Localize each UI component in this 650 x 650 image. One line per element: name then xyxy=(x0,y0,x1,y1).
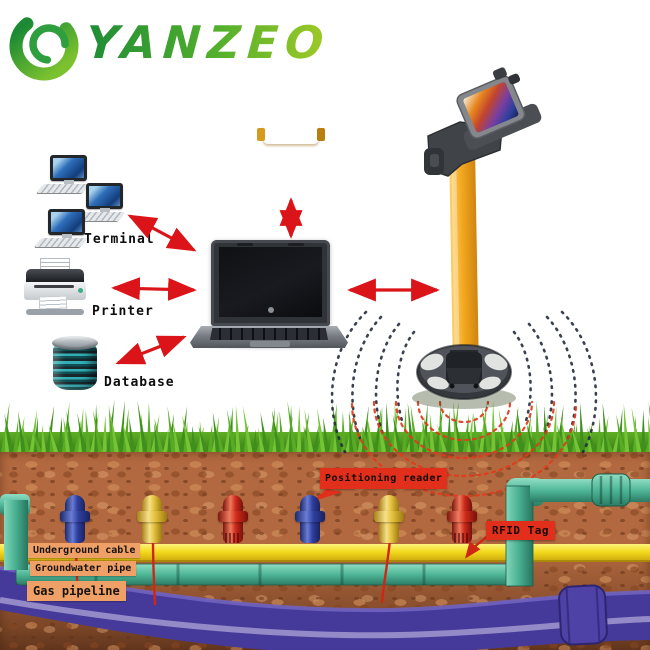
laptop-screen xyxy=(211,240,330,326)
marker-body xyxy=(270,142,312,193)
rfid-marker-yellow xyxy=(137,495,167,543)
green-swirl-ring-icon xyxy=(9,11,79,81)
marker-collar xyxy=(263,122,319,144)
marker-tab-right xyxy=(317,128,325,141)
laptop-logo-icon xyxy=(267,307,274,313)
positioning-reader-callout: Positioning reader xyxy=(320,468,448,489)
rfid-marker-yellow xyxy=(374,495,404,543)
marker-tab-left xyxy=(257,128,265,141)
reader-pole xyxy=(449,157,479,371)
laptop-vent-icon xyxy=(288,243,304,246)
brand-name: YANZEO xyxy=(84,16,333,69)
laptop xyxy=(190,238,348,351)
reader-head xyxy=(424,67,542,177)
terminal-label: Terminal xyxy=(84,232,155,247)
laptop-display xyxy=(219,247,322,317)
rfid-marker-sample xyxy=(257,88,325,193)
database-stack-icon xyxy=(52,336,98,390)
reader-screen xyxy=(463,82,519,133)
laptop-base xyxy=(190,326,348,348)
rfid-marker-red xyxy=(447,495,477,543)
printer-icon xyxy=(24,258,88,316)
desktop-computer-icon xyxy=(36,155,98,195)
rfid-marker-blue xyxy=(60,495,90,543)
laptop-vent-icon xyxy=(237,243,253,246)
printer-label: Printer xyxy=(92,304,154,319)
gas-pipeline-label: Gas pipeline xyxy=(27,581,126,601)
groundwater-pipe-label: Groundwater pipe xyxy=(30,561,137,576)
laptop-touchpad xyxy=(250,341,290,347)
rfid-marker-red xyxy=(218,495,248,543)
arrow-printer-laptop xyxy=(111,277,197,301)
underground-cable-label: Underground cable xyxy=(28,543,141,558)
laptop-keyboard xyxy=(210,328,328,340)
grass-strip xyxy=(0,400,650,452)
database-label: Database xyxy=(104,375,175,390)
rfid-marker-blue xyxy=(295,495,325,543)
brand-logo: YANZEO xyxy=(4,2,334,90)
arrow-database-laptop xyxy=(115,335,187,365)
reader-coil-base xyxy=(412,344,516,409)
rfid-tag-callout: RFID Tag xyxy=(486,521,555,540)
desktop-computer-icon xyxy=(34,209,96,249)
air-wave-arcs xyxy=(330,310,598,454)
desktop-computer-icon xyxy=(72,183,134,223)
